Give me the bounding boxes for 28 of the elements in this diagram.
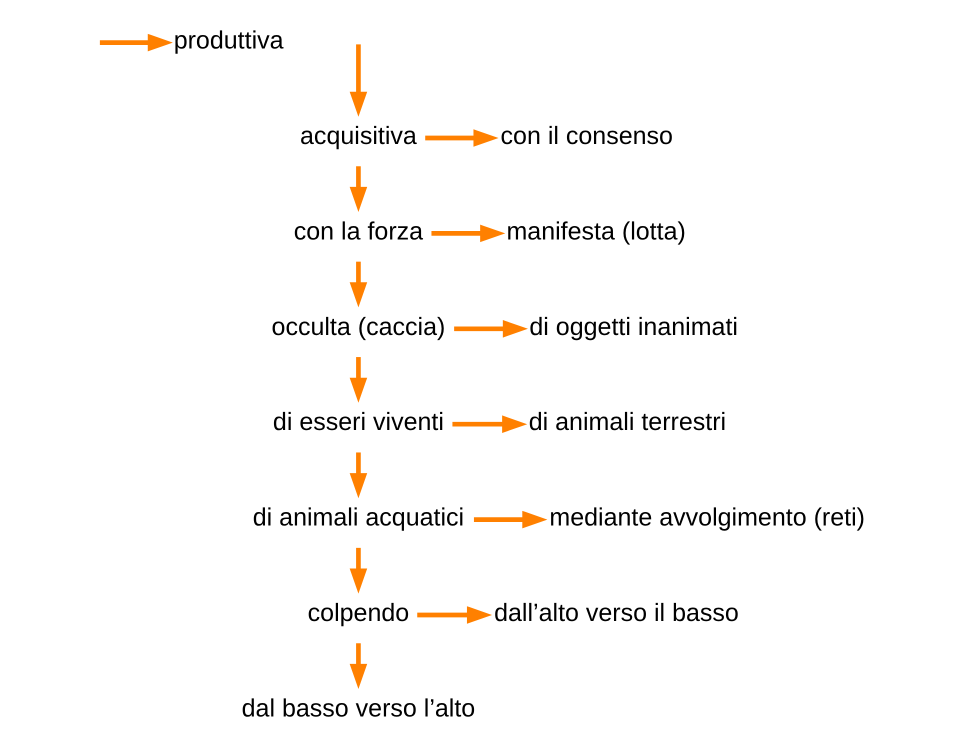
node-text: acquisitiva (300, 122, 416, 150)
arrow (454, 320, 528, 338)
node-text: con il consenso (500, 122, 672, 150)
arrow (349, 643, 367, 689)
arrow (416, 606, 492, 624)
node-text: di animali acquatici (252, 504, 464, 532)
node-text: di esseri viventi (272, 408, 444, 436)
arrow (472, 510, 547, 528)
arrow (424, 129, 498, 147)
arrow (99, 34, 172, 52)
arrow (349, 452, 367, 498)
node-text: mediante avvolgimento (reti) (548, 504, 864, 532)
node-text: dall’alto verso il basso (494, 598, 738, 627)
node-text: con la forza (293, 217, 423, 246)
node-text: colpendo (307, 598, 409, 627)
node-text: manifesta (lotta) (506, 217, 686, 246)
arrow (349, 262, 367, 308)
arrow (349, 166, 367, 212)
node-text: produttiva (173, 26, 284, 55)
node-text: di animali terrestri (528, 408, 726, 436)
node-text: occulta (caccia) (271, 312, 445, 341)
arrow (430, 224, 505, 242)
arrow (349, 357, 367, 403)
node-text: di oggetti inanimati (528, 312, 738, 341)
arrow (349, 548, 367, 594)
arrow (349, 44, 367, 117)
arrow (452, 415, 527, 433)
node-text: dal basso verso l’alto (241, 694, 475, 722)
